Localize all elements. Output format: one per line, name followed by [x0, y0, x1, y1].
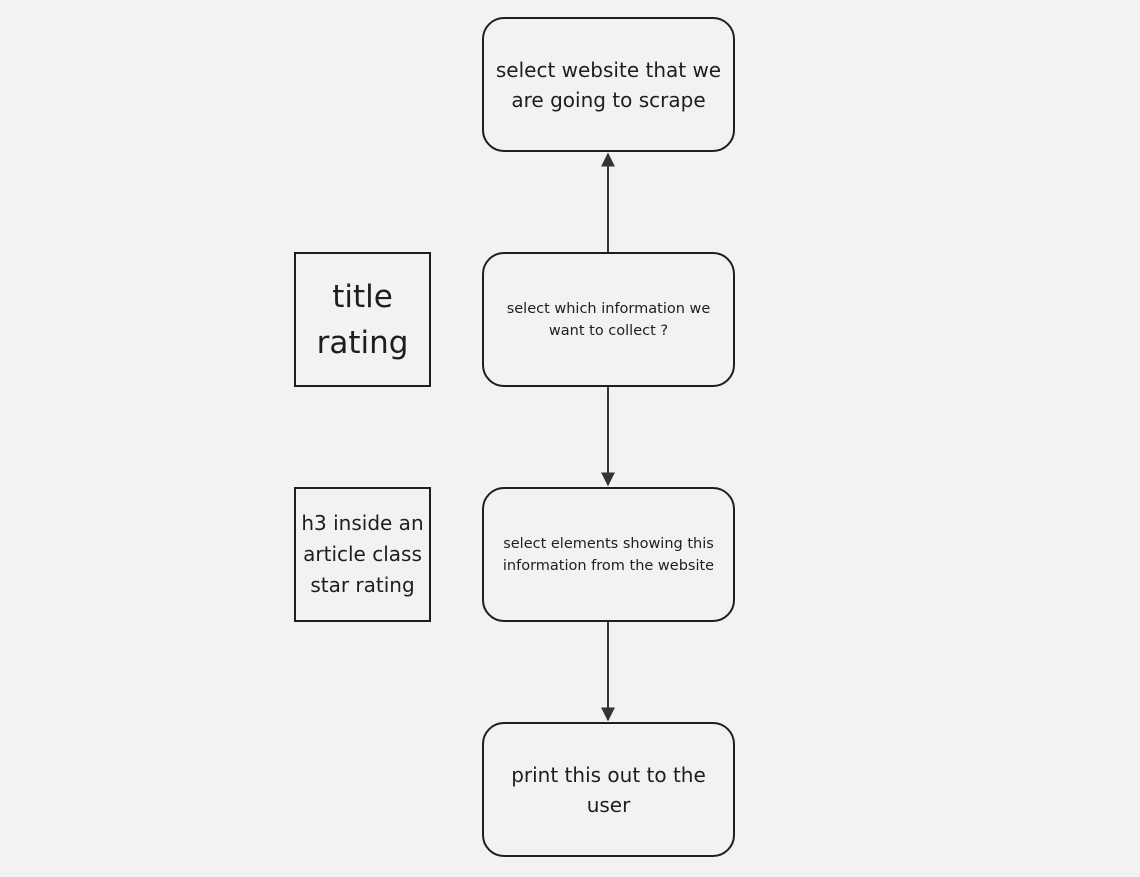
note-information-fields: title rating [294, 252, 431, 387]
step-select-website-label: select website that we are going to scra… [495, 57, 722, 112]
note-element-selectors: h3 inside an article class star rating [294, 487, 431, 622]
note-element-selectors-label: h3 inside an article class star rating [301, 511, 424, 597]
step-select-information-label: select which information we want to coll… [506, 300, 711, 339]
step-select-information: select which information we want to coll… [482, 252, 735, 387]
step-print-output-label: print this out to the user [511, 762, 706, 817]
step-select-elements: select elements showing this information… [482, 487, 735, 622]
step-select-elements-label: select elements showing this information… [502, 535, 715, 574]
step-print-output: print this out to the user [482, 722, 735, 857]
step-select-website: select website that we are going to scra… [482, 17, 735, 152]
note-information-fields-label: title rating [316, 278, 409, 361]
